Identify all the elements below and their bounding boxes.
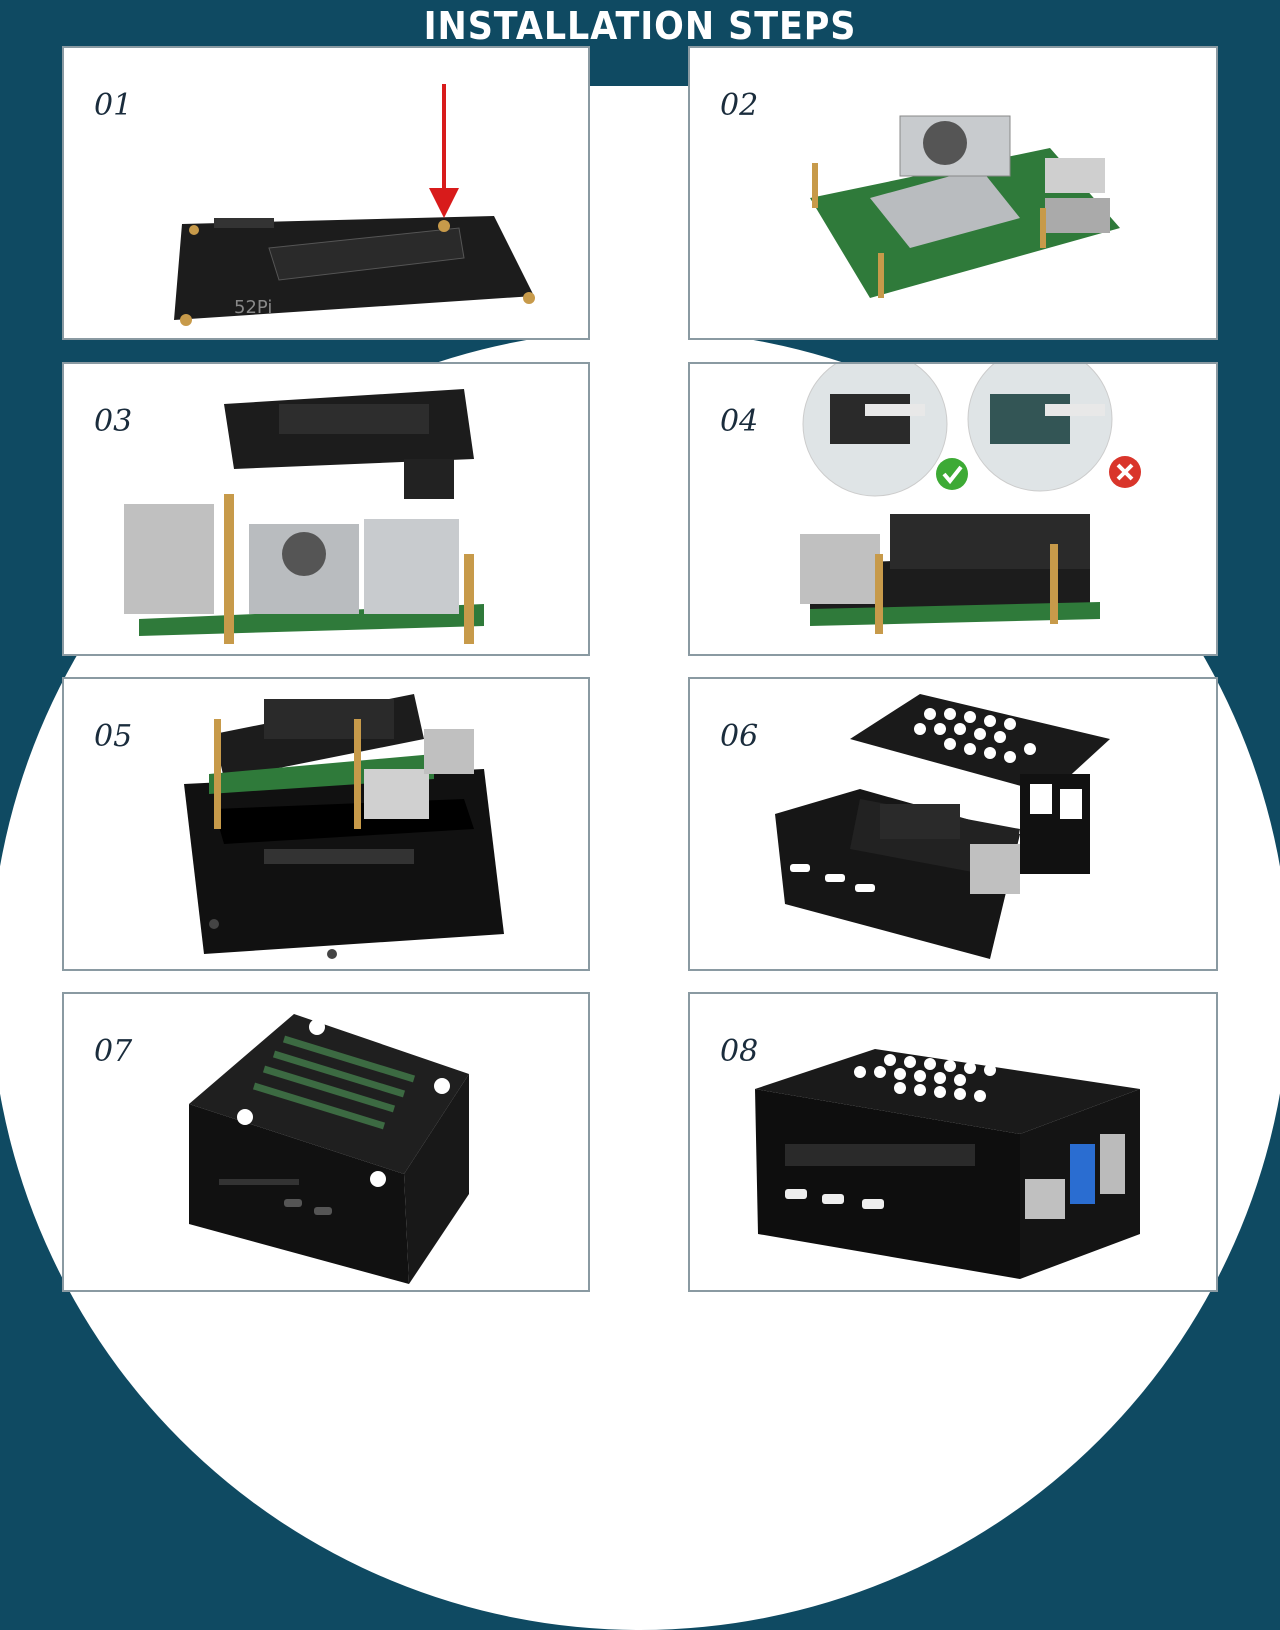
step-panel-07: 07 — [62, 992, 590, 1292]
step-number: 02 — [720, 88, 759, 123]
hat-stacking-image — [124, 389, 484, 644]
step-number: 07 — [94, 1034, 133, 1069]
page-title: INSTALLATION STEPS — [423, 4, 857, 48]
step-panel-03: 03 — [62, 362, 590, 656]
case-top-cover-image — [775, 694, 1110, 959]
step-panel-05: 05 — [62, 677, 590, 971]
step-number: 01 — [94, 88, 133, 123]
closed-case-top-image — [189, 1014, 469, 1284]
step-panel-08: 08 — [688, 992, 1218, 1292]
svg-text:52Pi: 52Pi — [234, 297, 272, 318]
step-panel-01: 01 52Pi — [62, 46, 590, 340]
step-number: 05 — [94, 719, 133, 754]
case-bottom-assembly-image — [184, 694, 504, 959]
step-number: 04 — [720, 404, 759, 439]
step-number: 03 — [94, 404, 133, 439]
pcie-cable-image — [800, 364, 1141, 634]
step-panel-02: 02 — [688, 46, 1218, 340]
step-number: 08 — [720, 1034, 759, 1069]
step-panel-06: 06 — [688, 677, 1218, 971]
finished-case-image — [755, 1049, 1140, 1279]
m2-hat-board-image: 52Pi — [174, 84, 535, 326]
background-strip — [590, 86, 690, 346]
step-panel-04: 04 — [688, 362, 1218, 656]
raspberry-pi-cooler-image — [810, 115, 1120, 298]
step-number: 06 — [720, 719, 759, 754]
